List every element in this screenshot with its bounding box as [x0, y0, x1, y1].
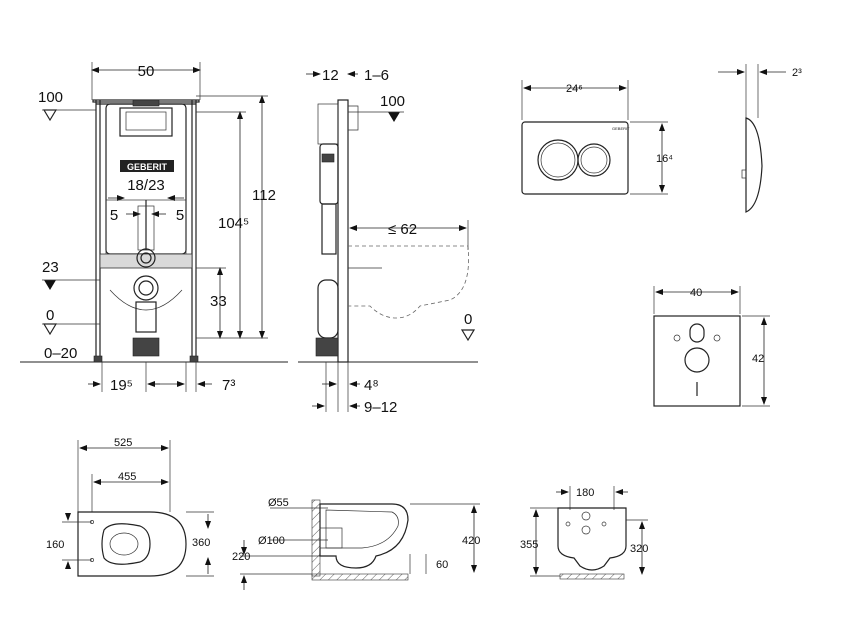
bowl-front-outline — [557, 507, 627, 571]
bowl-front-width-label: 180 — [576, 487, 594, 499]
bowl-front-right-height-label: 320 — [630, 543, 648, 555]
floor-hatch — [311, 573, 409, 581]
bowl-side-view: Ø55 Ø100 420 220 60 — [232, 497, 480, 590]
plate-side-depth-label: 2³ — [792, 67, 802, 79]
flush-button-small — [577, 143, 611, 177]
side-top-level-label: 100 — [380, 93, 405, 110]
plate-height-label: 16⁴ — [656, 153, 673, 165]
mat-height-label: 42 — [752, 353, 764, 365]
flush-volume-label: 18/23 — [127, 177, 165, 194]
bowl-right-label: 360 — [192, 537, 210, 549]
outlet-height-label: 33 — [210, 293, 227, 310]
actuator-box — [119, 107, 173, 137]
bowl-front-left-height-label: 355 — [520, 539, 538, 551]
bowl-side-outline — [319, 503, 409, 569]
inlet-level-label: 23 — [42, 259, 59, 276]
side-floor-level-label: 0 — [464, 311, 472, 328]
level-marker-top — [42, 109, 58, 122]
plate-width-label: 24⁶ — [566, 83, 583, 95]
flush-plate — [521, 121, 629, 195]
bowl-inner-label: 455 — [118, 471, 136, 483]
bowl-top-outline — [77, 511, 187, 577]
floor-range-label: 0–20 — [44, 345, 77, 362]
inner-height-label: 104⁵ — [218, 215, 249, 232]
side-bottom-range-label: 9–12 — [364, 399, 397, 416]
bowl-length-label: 525 — [114, 437, 132, 449]
flush-plate-view: 24⁶ GEBERIT 16⁴ 2³ — [521, 64, 802, 213]
bowl-base-label: 220 — [232, 551, 250, 563]
plate-logo: GEBERIT — [612, 126, 630, 131]
side-frame-column — [337, 99, 349, 363]
bowl-foot-label: 60 — [436, 559, 448, 571]
bowl-top-view: 525 455 160 360 — [46, 437, 214, 577]
pipe-large-diameter-label: Ø100 — [258, 535, 285, 547]
mat-width-label: 40 — [690, 287, 702, 299]
bowl-front-view: 180 355 320 — [520, 486, 648, 580]
offset-right-label: 5 — [176, 207, 184, 224]
top-level-label: 100 — [38, 89, 63, 106]
side-depth-top-label: 12 — [322, 67, 339, 84]
projection-label: ≤ 62 — [388, 221, 417, 238]
level-marker-inlet — [44, 280, 56, 290]
flush-button-large — [537, 139, 579, 181]
outlet-pipe — [133, 275, 159, 301]
level-marker-floor — [42, 323, 58, 336]
floor-level-label: 0 — [46, 307, 54, 324]
bowl-height-label: 420 — [462, 535, 480, 547]
bottom-right-label: 7³ — [222, 377, 235, 394]
frame-side-view: 12 1–6 100 ≤ 62 0 4⁸ — [298, 67, 478, 416]
bowl-outline-dashed — [348, 245, 469, 319]
geberit-logo — [120, 160, 174, 172]
side-bottom-depth-label: 4⁸ — [364, 377, 379, 394]
side-depth-range-label: 1–6 — [364, 67, 389, 84]
bowl-left-label: 160 — [46, 539, 64, 551]
frame-front-view: 50 GEBERIT 18/23 5 5 — [20, 62, 288, 394]
bottom-left-label: 19⁵ — [110, 377, 133, 394]
wall-hatch — [311, 499, 321, 577]
sound-mat-view: 40 42 — [653, 286, 770, 407]
plate-side-profile — [745, 117, 763, 213]
connection-plate — [99, 253, 193, 269]
pipe-small-diameter-label: Ø55 — [268, 497, 289, 509]
offset-left-label: 5 — [110, 207, 118, 224]
frame-width-label: 50 — [138, 63, 155, 80]
geberit-logo-text: GEBERIT — [127, 162, 168, 172]
total-height-label: 112 — [252, 187, 276, 204]
sound-mat — [653, 315, 741, 407]
